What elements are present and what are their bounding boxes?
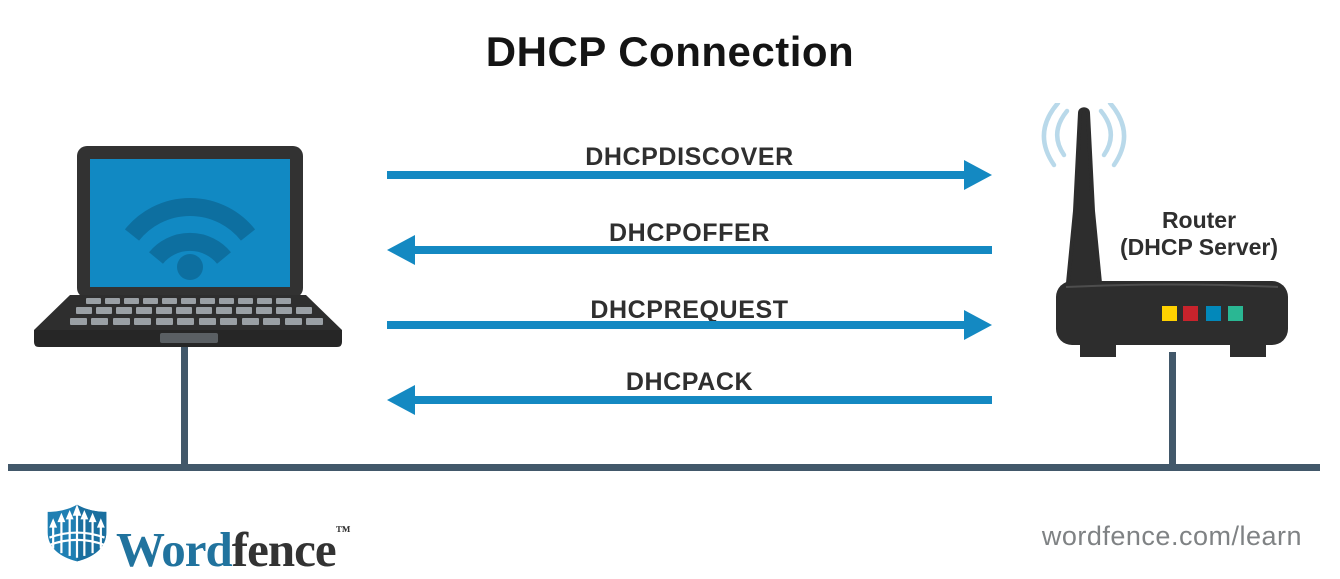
router-label-line2: (DHCP Server): [1119, 234, 1279, 260]
message-label-dhcprequest: DHCPREQUEST: [590, 296, 789, 324]
wordfence-logo-text: Wordfence™: [116, 504, 351, 578]
router-label-line1: Router: [1161, 207, 1237, 233]
router-foot-right: [1230, 345, 1266, 357]
page-title: DHCP Connection: [485, 28, 855, 75]
arrowhead-left: [387, 385, 415, 415]
led-blue: [1206, 306, 1221, 321]
wordfence-shield-icon: [47, 504, 107, 562]
network-bus-line: [8, 464, 1320, 471]
arrowhead-left: [387, 235, 415, 265]
led-red: [1183, 306, 1198, 321]
arrow-left-icon: [387, 235, 992, 265]
arrowhead-right: [964, 310, 992, 340]
wifi-dot: [177, 254, 203, 280]
arrowhead-right: [964, 160, 992, 190]
arrow-shaft: [412, 396, 992, 404]
laptop-touchpad-notch: [160, 333, 218, 343]
laptop-illustration: [34, 146, 342, 347]
message-label-dhcpoffer: DHCPOFFER: [609, 219, 770, 247]
arrow-right-icon: [387, 160, 992, 190]
arrow-right-icon: [387, 310, 992, 340]
arrow-shaft: [412, 246, 992, 254]
arrow-shaft: [387, 321, 967, 329]
message-label-dhcpack: DHCPACK: [625, 368, 754, 396]
message-label-dhcpdiscover: DHCPDISCOVER: [585, 143, 794, 171]
arrow-shaft: [387, 171, 967, 179]
brand-fence: fence: [231, 522, 337, 577]
signal-waves-icon: [1041, 103, 1127, 168]
laptop-network-drop-line: [181, 347, 188, 467]
footer-url: wordfence.com/learn: [1041, 521, 1302, 551]
brand-word: Word: [116, 522, 233, 577]
wifi-icon: [124, 198, 256, 265]
laptop-keys: [70, 298, 323, 325]
router-network-drop-line: [1169, 352, 1176, 467]
router-foot-left: [1080, 345, 1116, 357]
trademark-symbol: ™: [335, 524, 351, 540]
led-yellow: [1162, 306, 1177, 321]
arrow-left-icon: [387, 385, 992, 415]
router-label: Router (DHCP Server): [1085, 207, 1313, 261]
router-illustration: [1041, 103, 1288, 357]
led-teal: [1228, 306, 1243, 321]
router-top-highlight: [1065, 283, 1279, 288]
